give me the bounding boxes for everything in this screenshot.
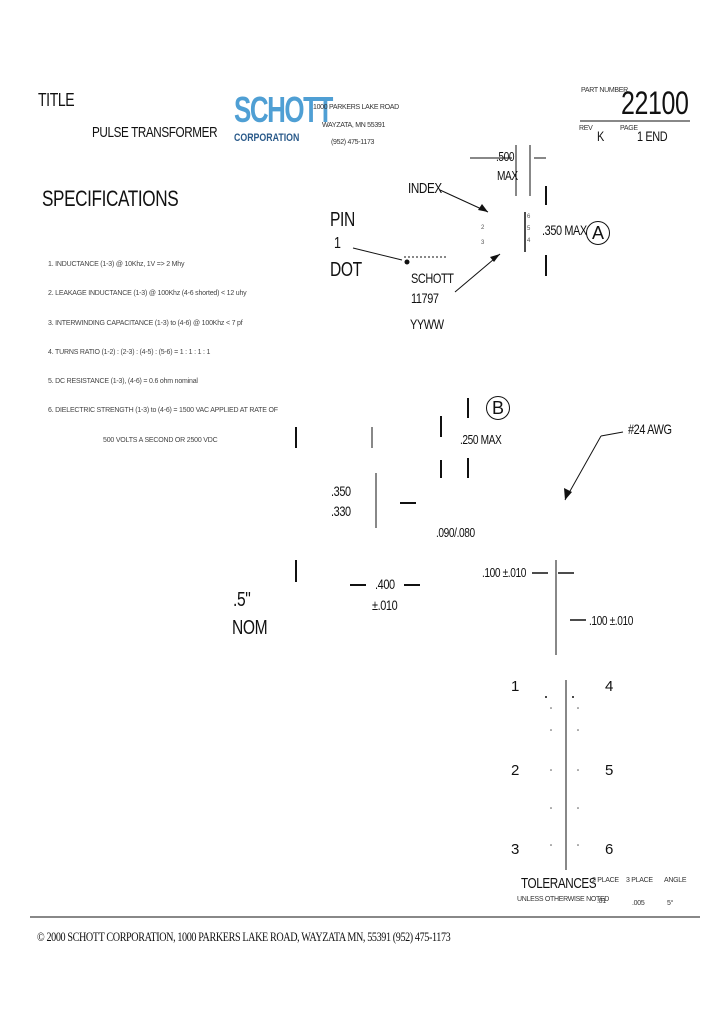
dim-pitch-horizontal: .100 ±.010 xyxy=(482,565,526,580)
dim-width: .500 xyxy=(496,149,515,164)
schematic-pin-5: 5 xyxy=(605,762,613,779)
footer-copyright: © 2000 SCHOTT CORPORATION, 1000 PARKERS … xyxy=(37,929,451,944)
tolerance-col-angle: ANGLE xyxy=(664,877,687,884)
side-pin-label: 2 xyxy=(481,225,484,231)
spec-item: 1. INDUCTANCE (1-3) @ 10Khz, 1V => 2 Mhy xyxy=(48,261,185,268)
dim-span: .400 xyxy=(375,576,395,592)
marking-line-3: YYWW xyxy=(410,316,444,332)
marking-line-2: 11797 xyxy=(411,290,439,306)
winding-dot-4 xyxy=(572,696,574,698)
callout-b: B xyxy=(486,396,510,420)
address-line-3: (952) 475-1173 xyxy=(331,139,375,146)
tolerance-col-2place: 2 PLACE xyxy=(592,877,619,884)
pin-dot-leader xyxy=(352,247,403,261)
dim-width-max: MAX xyxy=(497,168,518,183)
index-label: INDEX xyxy=(408,180,442,197)
spec-item: 6. DIELECTRIC STRENGTH (1-3) to (4-6) = … xyxy=(48,407,278,414)
wire-arrowhead xyxy=(564,488,572,500)
rev-value: K xyxy=(597,128,604,144)
title-value: PULSE TRANSFORMER xyxy=(92,124,218,141)
schematic-pin-2: 2 xyxy=(511,762,519,779)
part-number: 22100 xyxy=(621,85,689,121)
side-pin-label: 5 xyxy=(527,226,530,232)
marking-leader xyxy=(454,253,501,293)
tolerance-val-3place: .005 xyxy=(632,900,645,907)
pin1-dot xyxy=(404,259,410,265)
dim-height: .350 MAX xyxy=(542,222,587,238)
pin1-label-c: DOT xyxy=(330,259,362,281)
dim-body-min: .330 xyxy=(331,503,351,519)
schematic-pin-3: 3 xyxy=(511,841,519,858)
winding-dot-1 xyxy=(545,696,547,698)
address-line-1: 1000 PARKERS LAKE ROAD xyxy=(313,104,399,111)
tolerance-val-angle: 5° xyxy=(667,900,674,907)
spec-item: 3. INTERWINDING CAPACITANCE (1-3) to (4-… xyxy=(48,320,243,327)
tolerance-val-2place: .01 xyxy=(597,898,606,905)
spec-item: 500 VOLTS A SECOND OR 2500 VDC xyxy=(103,437,218,444)
dim-side-height: .250 MAX xyxy=(460,432,502,447)
spec-item: 4. TURNS RATIO (1-2) : (2-3) : (4-5) : (… xyxy=(48,349,211,356)
marking-arrowhead xyxy=(490,254,500,262)
schematic-pin-1: 1 xyxy=(511,678,519,695)
specifications-heading: SPECIFICATIONS xyxy=(42,186,179,211)
rev-label: REV xyxy=(579,125,593,132)
dim-body-max: .350 xyxy=(331,483,351,499)
callout-a: A xyxy=(586,221,610,245)
side-pin-label: 6 xyxy=(527,214,530,220)
pin1-label-b: 1 xyxy=(334,235,341,252)
tolerance-col-3place: 3 PLACE xyxy=(626,877,653,884)
address-line-2: WAYZATA, MN 55391 xyxy=(322,122,386,129)
index-arrowhead xyxy=(478,204,488,212)
dim-lead: .090/.080 xyxy=(436,525,475,540)
schematic-pin-6: 6 xyxy=(605,841,613,858)
part-number-label: PART NUMBER xyxy=(581,87,628,94)
dim-lead-length: .5" xyxy=(233,589,251,611)
dim-pitch-vertical: .100 ±.010 xyxy=(589,613,633,628)
title-label: TITLE xyxy=(38,90,75,110)
spec-item: 2. LEAKAGE INDUCTANCE (1-3) @ 100Khz (4-… xyxy=(48,290,247,297)
winding-dots xyxy=(550,707,579,846)
marking-line-1: SCHOTT xyxy=(411,270,454,286)
wire-leader-b xyxy=(564,435,602,501)
side-pin-label: 3 xyxy=(481,240,484,246)
side-pin-label: 4 xyxy=(527,238,530,244)
page-value: 1 END xyxy=(637,128,668,144)
wire-label: #24 AWG xyxy=(628,421,672,437)
tolerances-note: UNLESS OTHERWISE NOTED xyxy=(517,896,610,903)
tolerances-heading: TOLERANCES xyxy=(521,875,597,892)
page-label: PAGE xyxy=(620,125,638,132)
dim-span-tol: ±.010 xyxy=(372,597,398,613)
schott-logo: SCHOTT CORPORATION xyxy=(234,89,333,145)
schematic-pin-4: 4 xyxy=(605,678,613,695)
wire-leader-a xyxy=(600,431,624,437)
pin1-label-a: PIN xyxy=(330,209,355,231)
spec-item: 5. DC RESISTANCE (1-3), (4-6) = 0.6 ohm … xyxy=(48,378,198,385)
dim-lead-length-nom: NOM xyxy=(232,617,268,639)
